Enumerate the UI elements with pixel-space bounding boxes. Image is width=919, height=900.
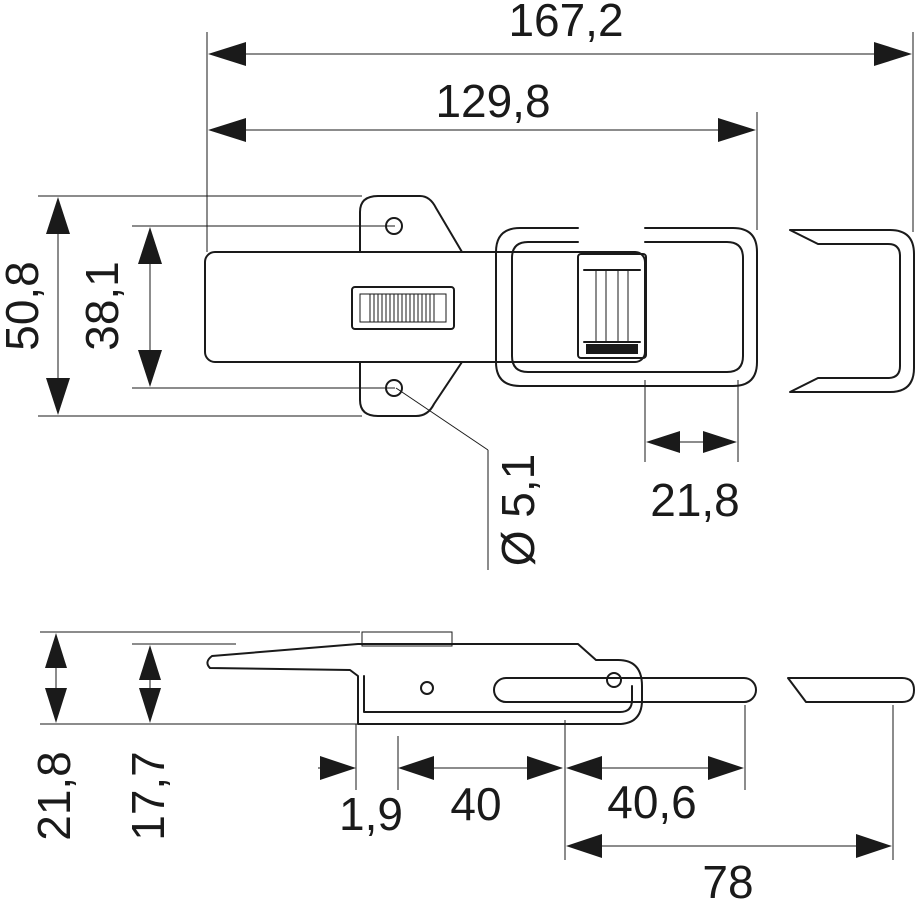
dim-side-height-total: 21,8: [28, 633, 80, 841]
wire-loop-side: [493, 677, 757, 703]
lever-profile: [206, 643, 643, 725]
dim-keeper-reach: 78: [566, 834, 892, 900]
dim-keeper-reach-label: 78: [702, 856, 753, 900]
dim-hole-spacing: 38,1: [76, 227, 162, 387]
dim-keeper-width: 21,8: [646, 431, 740, 526]
dim-latch-length: 129,8: [208, 75, 756, 142]
dim-mid-length-label: 40,6: [607, 776, 697, 828]
dim-side-height-inner-label: 17,7: [122, 751, 174, 841]
top-mounting-hole: [385, 217, 403, 235]
bottom-mounting-lug: [359, 361, 463, 417]
dim-base-length: 40: [434, 756, 563, 830]
dim-offset-label: 1,9: [339, 788, 403, 840]
wire-loop: [495, 227, 758, 387]
bottom-mounting-hole: [385, 379, 403, 397]
top-slide-plate: [361, 631, 453, 647]
keeper-side: [787, 677, 915, 703]
hinge-roller: [577, 253, 647, 359]
dim-outer-height: 50,8: [0, 197, 70, 415]
dim-base-length-label: 40: [450, 778, 501, 830]
top-view: 167,2 129,8 50,8 38,1 21,8: [0, 0, 915, 570]
dim-side-height-inner: 17,7: [122, 645, 174, 841]
dim-overall-length-label: 167,2: [508, 0, 623, 46]
dim-side-height-total-label: 21,8: [28, 751, 80, 841]
dim-hole-spacing-label: 38,1: [76, 261, 128, 351]
top-mounting-lug: [359, 195, 463, 253]
keeper-plate: [789, 229, 915, 393]
dim-mid-length: 40,6: [566, 756, 744, 828]
dim-keeper-width-label: 21,8: [650, 474, 740, 526]
dim-offset: 1,9: [318, 756, 434, 840]
pivot-hole-side: [420, 681, 434, 695]
hinge-pin-side: [606, 672, 622, 688]
dim-outer-height-label: 50,8: [0, 261, 48, 351]
lock-slot: [351, 286, 455, 330]
dim-overall-length: 167,2: [208, 0, 912, 66]
dim-hole-diameter-label: Ø 5,1: [492, 454, 544, 567]
side-view: 21,8 17,7 1,9 40 40,6: [28, 631, 915, 900]
dim-hole-diameter: Ø 5,1: [395, 387, 544, 570]
dim-latch-length-label: 129,8: [435, 75, 550, 127]
